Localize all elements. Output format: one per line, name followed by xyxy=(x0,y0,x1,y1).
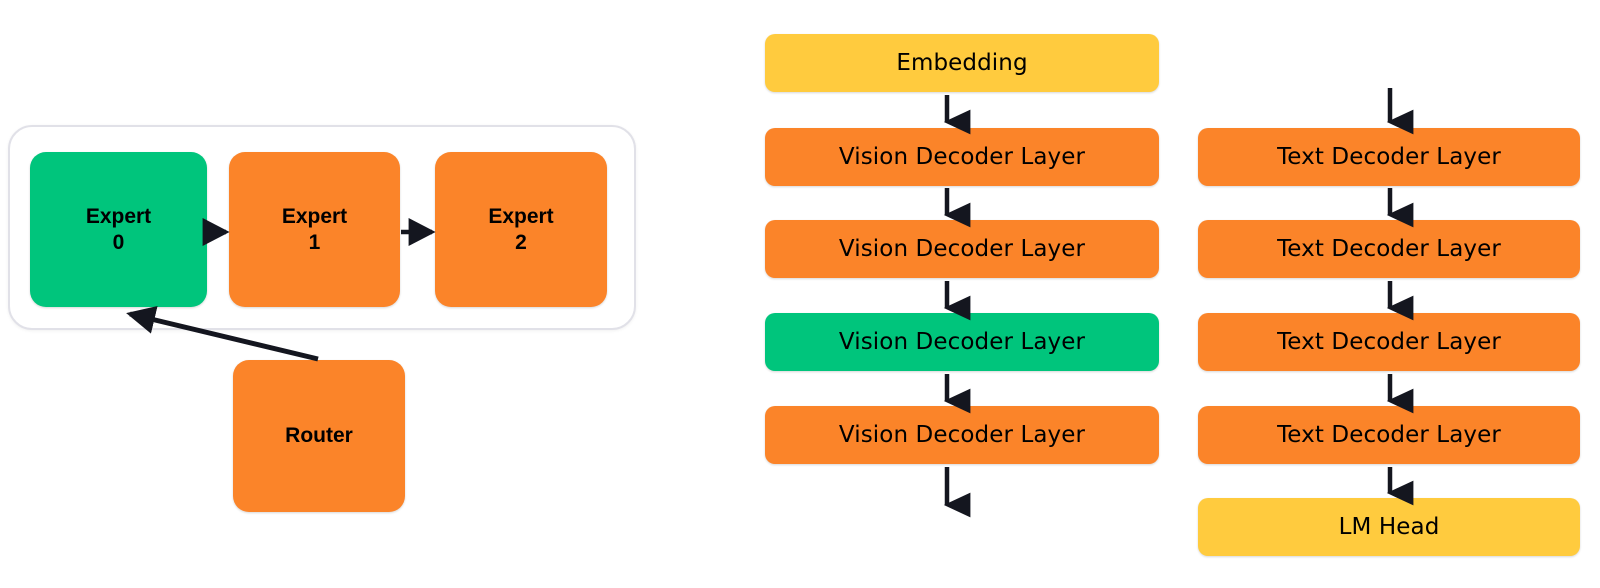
expert-box-0[interactable]: Expert 0 xyxy=(30,152,207,307)
text-box-label-0: Text Decoder Layer xyxy=(1277,144,1501,170)
text-box-label-3: Text Decoder Layer xyxy=(1277,422,1501,448)
text-box-layer-4[interactable]: Text Decoder Layer xyxy=(1198,406,1580,464)
expert-label-1: Expert 1 xyxy=(281,204,348,254)
vision-box-label-4: Vision Decoder Layer xyxy=(838,422,1086,448)
expert-label-2: Expert 2 xyxy=(488,204,554,254)
text-box-label-1: Text Decoder Layer xyxy=(1277,236,1501,262)
expert-box-2[interactable]: Expert 2 xyxy=(435,152,607,307)
vision-box-label-0: Embedding xyxy=(896,50,1028,76)
vision-box-label-1: Vision Decoder Layer xyxy=(838,144,1086,170)
vision-box-label-3: Vision Decoder Layer xyxy=(838,329,1086,355)
vision-box-layer-1[interactable]: Vision Decoder Layer xyxy=(765,128,1159,186)
vision-box-layer-3-active[interactable]: Vision Decoder Layer xyxy=(765,313,1159,371)
expert-label-0: Expert 0 xyxy=(85,204,152,254)
text-box-layer-1[interactable]: Text Decoder Layer xyxy=(1198,128,1580,186)
text-box-label-4: LM Head xyxy=(1338,514,1440,540)
text-box-label-2: Text Decoder Layer xyxy=(1277,329,1501,355)
router-label: Router xyxy=(285,424,353,447)
vision-box-label-2: Vision Decoder Layer xyxy=(838,236,1086,262)
text-box-lm-head[interactable]: LM Head xyxy=(1198,498,1580,556)
expert-box-1[interactable]: Expert 1 xyxy=(229,152,400,307)
text-box-layer-3[interactable]: Text Decoder Layer xyxy=(1198,313,1580,371)
text-box-layer-2[interactable]: Text Decoder Layer xyxy=(1198,220,1580,278)
vision-box-layer-2[interactable]: Vision Decoder Layer xyxy=(765,220,1159,278)
vision-box-embedding[interactable]: Embedding xyxy=(765,34,1159,92)
router-box[interactable]: Router xyxy=(233,360,405,512)
vision-box-layer-4[interactable]: Vision Decoder Layer xyxy=(765,406,1159,464)
